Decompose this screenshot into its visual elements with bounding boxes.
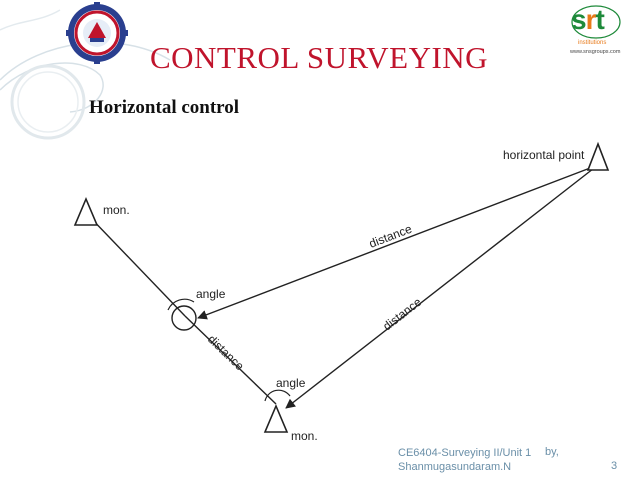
- footer-author: Shanmugasundaram.N: [398, 461, 512, 473]
- triangle-mon-bottom: [263, 403, 289, 433]
- line-station-to-mon: [184, 315, 277, 405]
- srt-logo: [571, 5, 621, 39]
- label-mon-bottom: mon.: [291, 429, 318, 443]
- srt-logo-tagline: institutions: [578, 40, 607, 46]
- triangle-mon-top: [73, 196, 99, 226]
- angle-arc-mon: [264, 389, 291, 402]
- label-angle-station: angle: [196, 287, 226, 301]
- page-number: 3: [611, 460, 618, 472]
- slide-subtitle: Horizontal control: [89, 97, 240, 118]
- label-mon-top: mon.: [103, 203, 130, 217]
- label-distance-upper: distance: [367, 222, 414, 251]
- institution-seal-logo: [66, 2, 128, 64]
- label-distance-lower: distance: [380, 295, 424, 334]
- label-distance-left: distance: [205, 332, 247, 373]
- srt-logo-url: www.snsgroups.com: [570, 49, 621, 55]
- line-mon-to-station: [85, 212, 186, 317]
- label-horizontal-point: horizontal point: [503, 148, 585, 162]
- angle-arc-station: [167, 298, 195, 311]
- label-angle-mon: angle: [276, 376, 306, 390]
- slide-title: CONTROL SURVEYING: [149, 40, 489, 75]
- footer-course: CE6404-Surveying II/Unit 1: [398, 447, 532, 459]
- triangle-horizontal-point: [586, 141, 610, 171]
- line-point-to-station: [197, 164, 599, 320]
- angle-circle-station: [171, 305, 197, 331]
- line-point-to-mon: [285, 164, 599, 409]
- srt-logo-text: srt: [571, 4, 605, 35]
- footer-by: by,: [545, 446, 559, 458]
- footer-course-author: CE6404-Surveying II/Unit 1 Shanmugasunda…: [398, 446, 531, 474]
